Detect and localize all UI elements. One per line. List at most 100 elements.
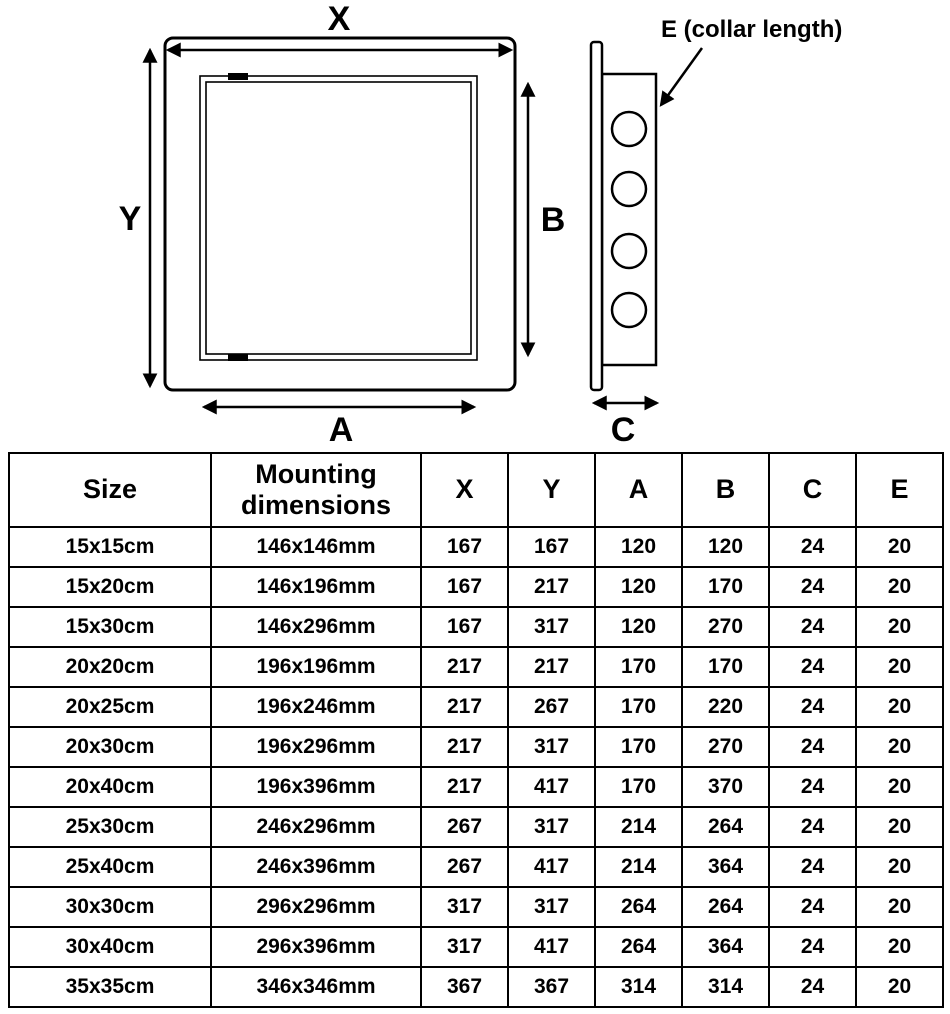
front-view: X Y B A: [119, 0, 566, 449]
table-cell: 270: [681, 606, 770, 648]
table-cell: 20: [855, 966, 944, 1008]
table-cell: 196x246mm: [210, 686, 422, 728]
table-cell: 317: [507, 886, 596, 928]
table-cell: 296x296mm: [210, 886, 422, 928]
table-cell: 196x196mm: [210, 646, 422, 688]
table-cell: 20x40cm: [8, 766, 212, 808]
table-cell: 24: [768, 526, 857, 568]
table-cell: 120: [594, 566, 683, 608]
table-cell: 217: [420, 646, 509, 688]
table-cell: 214: [594, 806, 683, 848]
table-cell: 364: [681, 846, 770, 888]
table-cell: 120: [594, 526, 683, 568]
table-cell: 167: [420, 606, 509, 648]
table-cell: 214: [594, 846, 683, 888]
panel-door-inner: [205, 81, 472, 355]
table-cell: 196x296mm: [210, 726, 422, 768]
table-cell: 314: [594, 966, 683, 1008]
table-cell: 167: [420, 526, 509, 568]
table-cell: 246x396mm: [210, 846, 422, 888]
table-cell: 24: [768, 966, 857, 1008]
table-cell: 317: [420, 886, 509, 928]
collar-hole: [610, 291, 648, 329]
table-cell: 314: [681, 966, 770, 1008]
col-header-size: Size: [8, 452, 212, 528]
table-cell: 364: [681, 926, 770, 968]
col-header-mounting-dimensions: Mounting dimensions: [210, 452, 422, 528]
table-cell: 317: [507, 726, 596, 768]
table-cell: 270: [681, 726, 770, 768]
table-cell: 170: [594, 646, 683, 688]
table-cell: 170: [594, 726, 683, 768]
table-cell: 20: [855, 926, 944, 968]
table-cell: 20: [855, 646, 944, 688]
collar-hole: [610, 232, 648, 270]
table-cell: 15x20cm: [8, 566, 212, 608]
table-cell: 317: [420, 926, 509, 968]
table-cell: 146x296mm: [210, 606, 422, 648]
table-cell: 167: [420, 566, 509, 608]
side-view: E (collar length) C: [589, 16, 842, 449]
table-cell: 24: [768, 686, 857, 728]
table-cell: 20: [855, 766, 944, 808]
table-cell: 20: [855, 686, 944, 728]
table-cell: 30x30cm: [8, 886, 212, 928]
table-cell: 35x35cm: [8, 966, 212, 1008]
table-cell: 417: [507, 846, 596, 888]
table-cell: 20x20cm: [8, 646, 212, 688]
table-cell: 24: [768, 726, 857, 768]
table-cell: 20x30cm: [8, 726, 212, 768]
table-cell: 367: [420, 966, 509, 1008]
table-cell: 146x196mm: [210, 566, 422, 608]
table-cell: 15x30cm: [8, 606, 212, 648]
table-cell: 24: [768, 886, 857, 928]
table-cell: 24: [768, 926, 857, 968]
col-header-c: C: [768, 452, 857, 528]
table-cell: 370: [681, 766, 770, 808]
hinge-mark-bottom: [228, 354, 248, 361]
table-cell: 264: [681, 806, 770, 848]
hinge-mark-top: [228, 73, 248, 80]
table-cell: 20: [855, 806, 944, 848]
dimension-label-y: Y: [119, 200, 142, 238]
table-cell: 264: [594, 886, 683, 928]
table-cell: 24: [768, 806, 857, 848]
table-cell: 217: [420, 686, 509, 728]
table-cell: 20: [855, 726, 944, 768]
col-header-y: Y: [507, 452, 596, 528]
table-cell: 317: [507, 806, 596, 848]
table-cell: 25x40cm: [8, 846, 212, 888]
collar-length-label: E (collar length): [661, 16, 842, 43]
table-cell: 170: [681, 566, 770, 608]
col-header-e: E: [855, 452, 944, 528]
table-cell: 24: [768, 646, 857, 688]
table-cell: 167: [507, 526, 596, 568]
table-cell: 417: [507, 926, 596, 968]
table-cell: 20x25cm: [8, 686, 212, 728]
table-cell: 24: [768, 566, 857, 608]
dimension-label-b: B: [541, 201, 566, 239]
dimension-label-c: C: [611, 411, 636, 449]
technical-drawing: X Y B A E (collar length) C: [119, 0, 843, 449]
table-cell: 417: [507, 766, 596, 808]
flange-plate: [589, 40, 604, 392]
table-cell: 15x15cm: [8, 526, 212, 568]
table-cell: 170: [681, 646, 770, 688]
table-cell: 30x40cm: [8, 926, 212, 968]
table-cell: 267: [420, 806, 509, 848]
size-table: Size Mounting dimensions X Y A B C E 15x…: [8, 452, 944, 1008]
dimension-label-x: X: [328, 0, 351, 38]
table-header-row: Size Mounting dimensions X Y A B C E: [8, 452, 944, 528]
table-cell: 267: [420, 846, 509, 888]
table-cell: 20: [855, 846, 944, 888]
table-cell: 217: [420, 766, 509, 808]
table-cell: 20: [855, 526, 944, 568]
table-cell: 170: [594, 766, 683, 808]
